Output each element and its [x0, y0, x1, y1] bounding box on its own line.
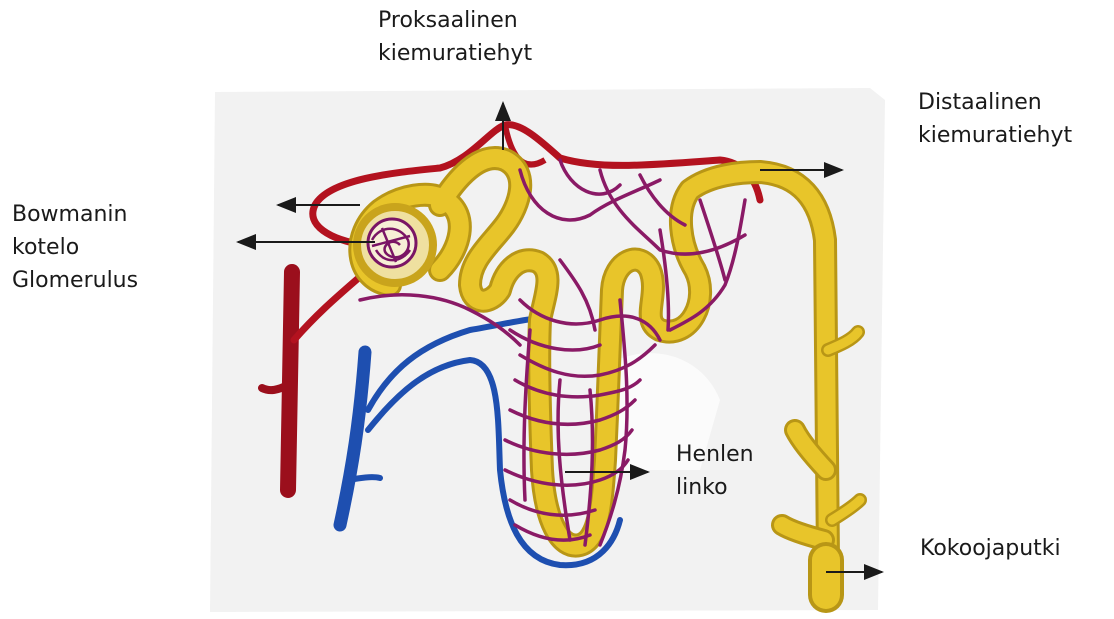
- label-distal-line2: kiemuratiehyt: [918, 119, 1072, 152]
- label-collecting: Kokoojaputki: [920, 532, 1061, 565]
- bowman-capsule: [357, 207, 433, 283]
- label-glomerulus: Glomerulus: [12, 264, 138, 297]
- label-henle-line2: linko: [676, 471, 754, 504]
- label-henle-line1: Henlen: [676, 438, 754, 471]
- label-proximal-line2: kiemuratiehyt: [378, 37, 532, 70]
- label-bowman-line1: Bowmanin: [12, 198, 138, 231]
- label-proximal-line1: Proksaalinen: [378, 4, 532, 37]
- label-bowman-line2: kotelo: [12, 231, 138, 264]
- label-collecting-duct: Kokoojaputki: [920, 532, 1061, 565]
- label-distal-line1: Distaalinen: [918, 86, 1072, 119]
- label-bowman-capsule: Bowmanin kotelo Glomerulus: [12, 198, 138, 297]
- label-distal-tubule: Distaalinen kiemuratiehyt: [918, 86, 1072, 152]
- label-henle-loop: Henlen linko: [676, 438, 754, 504]
- label-proximal-tubule: Proksaalinen kiemuratiehyt: [378, 4, 532, 70]
